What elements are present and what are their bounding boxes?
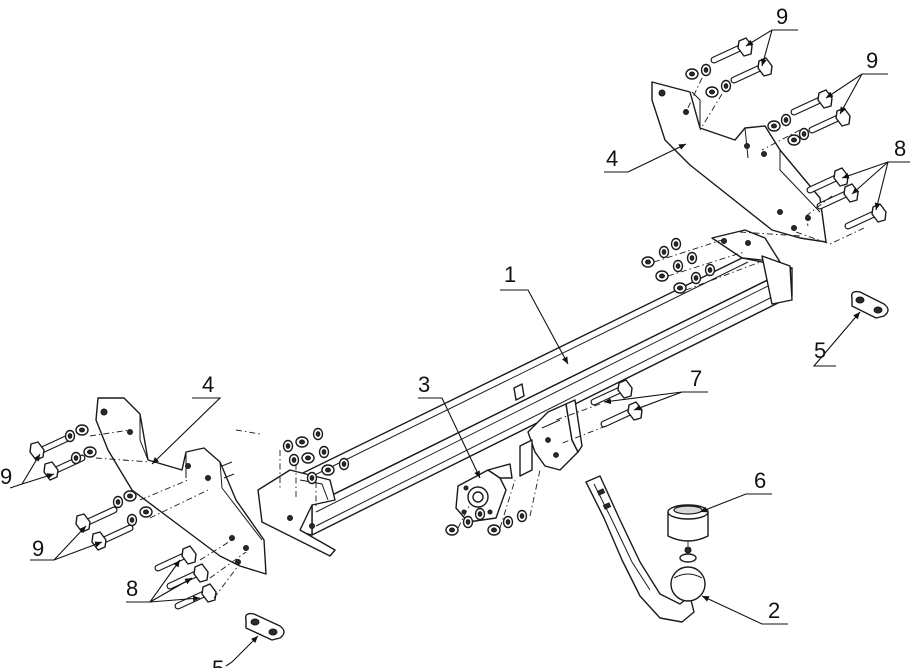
- left-side-bracket: [95, 397, 267, 575]
- cross-bar: [257, 229, 793, 557]
- bolt-set-right-top: [685, 38, 772, 98]
- bolt-set-right-mid: [767, 90, 850, 146]
- ball-cover: [667, 504, 709, 542]
- spacer-plate-left: [244, 612, 285, 641]
- callout-8-left: 8: [126, 576, 138, 601]
- bolt-set-left-low: [158, 546, 216, 606]
- bolt-set-left-top: [30, 424, 97, 480]
- callout-9-right-top: 9: [776, 4, 788, 29]
- callout-9-left-top: 9: [0, 464, 12, 489]
- callout-3: 3: [418, 372, 430, 397]
- ball-mount-bracket: [513, 383, 583, 477]
- spacer-plate-right: [850, 290, 889, 319]
- callout-5-left: 5: [212, 656, 224, 668]
- socket-plate: [455, 463, 513, 523]
- callout-7: 7: [690, 366, 702, 391]
- callout-9-right-mid: 9: [866, 48, 878, 73]
- callout-4-left: 4: [202, 372, 214, 397]
- callout-2: 2: [768, 598, 780, 623]
- leader-lines: [9, 29, 910, 667]
- callout-9-left-mid: 9: [32, 536, 44, 561]
- callout-labels: 1 3 4 4 5 5 6 2 7 9 9 8 9 9 8: [0, 4, 906, 668]
- callout-1: 1: [504, 262, 516, 287]
- callout-8-right: 8: [894, 136, 906, 161]
- callout-5-right: 5: [814, 338, 826, 363]
- callout-4-right: 4: [606, 146, 618, 171]
- assembly-lines: [89, 77, 865, 599]
- tow-ball-neck: [585, 475, 706, 623]
- callout-6: 6: [754, 468, 766, 493]
